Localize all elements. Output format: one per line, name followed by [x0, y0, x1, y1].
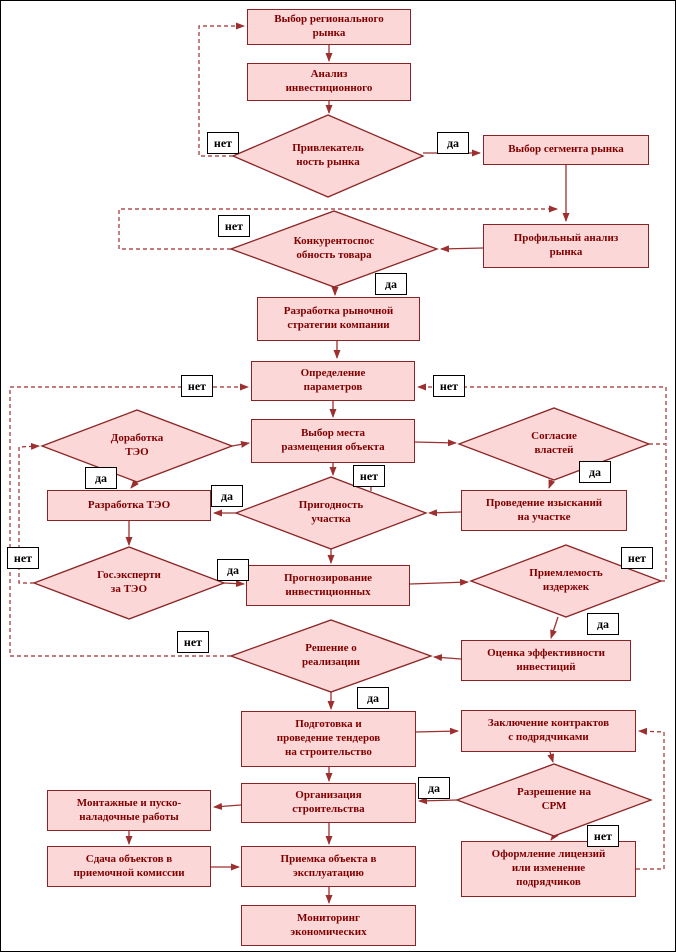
node-installation-works: Монтажные и пуско- наладочные работы: [47, 790, 211, 831]
label-yes-state-expertise: да: [217, 559, 249, 581]
node-define-parameters: Определение параметров: [251, 361, 415, 401]
label-no-site-suitability: нет: [353, 465, 385, 487]
label-no-implementation: нет: [177, 631, 209, 653]
label-yes-implementation: да: [357, 687, 389, 709]
node-select-site: Выбор места размещения объекта: [251, 419, 415, 463]
decision-authorities-consent-shape: [457, 407, 651, 481]
decision-state-expertise-shape: [32, 546, 226, 620]
node-economic-monitoring: Мониторинг экономических: [241, 905, 416, 946]
label-yes-feasibility-rework: да: [85, 467, 117, 489]
node-construction-organization: Организация строительства: [241, 783, 416, 823]
node-site-surveys: Проведение изысканий на участке: [461, 490, 627, 531]
decision-feasibility-rework-shape: [40, 409, 234, 483]
label-yes-authorities-consent: да: [579, 461, 611, 483]
decision-site-suitability-shape: [234, 476, 428, 550]
node-investment-forecast: Прогнозирование инвестиционных: [246, 565, 410, 606]
label-no-to-parameters-left: нет: [181, 375, 213, 397]
decision-cost-acceptability-shape: [469, 544, 663, 618]
label-no-attractiveness: нет: [207, 132, 239, 154]
decision-implementation-shape: [229, 619, 433, 693]
label-no-cost-acceptability: нет: [621, 547, 653, 569]
label-yes-site-suitability: да: [211, 485, 243, 507]
node-market-strategy: Разработка рыночной стратегии компании: [257, 297, 420, 341]
node-develop-feasibility: Разработка ТЭО: [47, 490, 211, 521]
node-handover-to-commission: Сдача объектов в приемочной комиссии: [47, 846, 211, 887]
node-select-regional-market: Выбор регионального рынка: [247, 9, 411, 45]
node-licenses-or-contractor-change: Оформление лицензий или изменение подряд…: [461, 841, 636, 897]
label-no-state-expertise: нет: [7, 547, 39, 569]
decision-cpm-permission-shape: [455, 763, 653, 837]
node-efficiency-evaluation: Оценка эффективности инвестиций: [461, 640, 631, 681]
node-contractor-contracts: Заключение контрактов с подрядчиками: [461, 710, 636, 752]
label-no-competitiveness: нет: [218, 215, 250, 237]
decision-market-attractiveness-shape: [231, 114, 425, 198]
label-yes-cpm-permission: да: [418, 777, 450, 799]
node-tender-preparation: Подготовка и проведение тендеров на стро…: [241, 711, 416, 767]
label-no-cpm-permission: нет: [587, 825, 619, 847]
label-yes-attractiveness: да: [437, 132, 469, 154]
node-investment-analysis: Анализ инвестиционного: [247, 63, 411, 101]
label-yes-competitiveness: да: [375, 273, 407, 295]
node-profile-market-analysis: Профильный анализ рынка: [483, 224, 649, 268]
label-yes-cost-acceptability: да: [587, 613, 619, 635]
label-no-to-parameters-right: нет: [433, 375, 465, 397]
decision-product-competitiveness-shape: [229, 210, 439, 288]
node-select-market-segment: Выбор сегмента рынка: [483, 135, 649, 165]
node-acceptance-into-operation: Приемка объекта в эксплуатацию: [241, 846, 416, 887]
